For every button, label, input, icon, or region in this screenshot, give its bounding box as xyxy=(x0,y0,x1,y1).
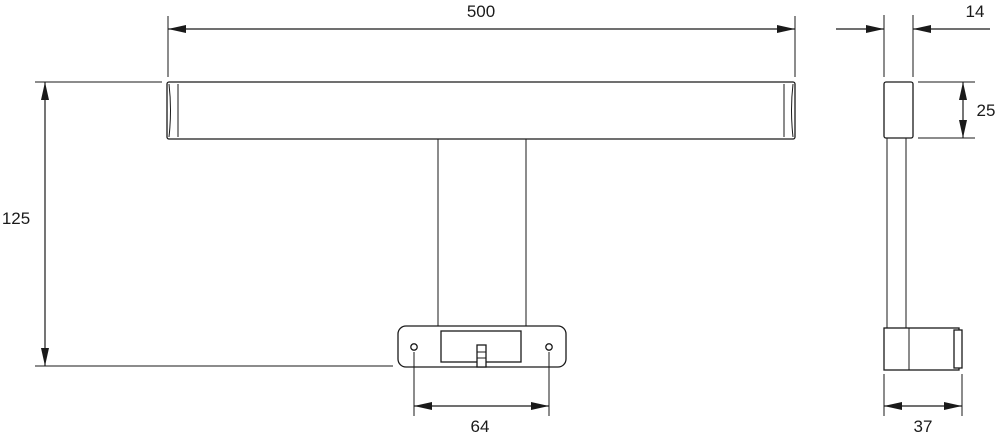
dimension-overall-width: 500 xyxy=(167,2,796,77)
dimension-label-25: 25 xyxy=(977,101,996,120)
mounting-hole-left xyxy=(410,343,418,351)
switch-icon xyxy=(476,344,487,368)
dimension-overall-height: 125 xyxy=(2,81,393,367)
dimension-label-500: 500 xyxy=(467,2,495,21)
front-view: 500 125 64 xyxy=(2,2,796,436)
dimension-depth-top: 14 xyxy=(836,2,990,77)
support-arm xyxy=(437,139,527,326)
dimension-label-64: 64 xyxy=(471,417,490,436)
side-view: 14 25 37 xyxy=(836,2,995,436)
dimension-label-37: 37 xyxy=(914,417,933,436)
light-bar xyxy=(166,81,796,140)
mounting-hole-right xyxy=(545,343,553,351)
dimension-label-125: 125 xyxy=(2,209,30,228)
mounting-plate xyxy=(397,325,567,368)
dimension-mount-spacing: 64 xyxy=(413,352,550,436)
dimension-label-14: 14 xyxy=(966,2,985,21)
side-profile xyxy=(883,81,963,371)
dimension-head-height: 25 xyxy=(918,81,996,139)
dimension-base-depth: 37 xyxy=(883,374,963,436)
